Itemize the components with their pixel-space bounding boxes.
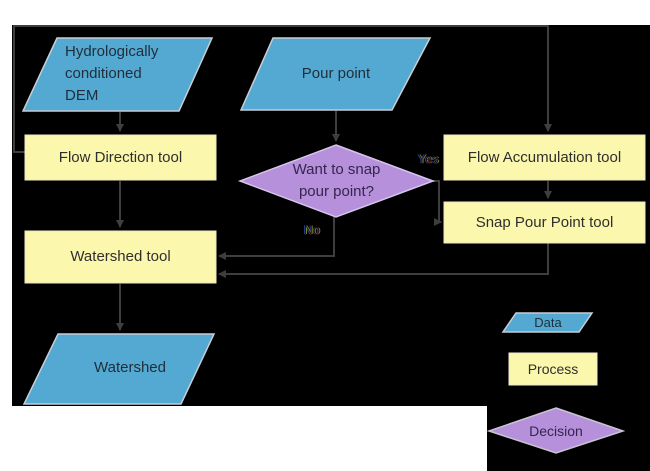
legend-data-parallelogram (501, 312, 594, 333)
legend-process-box (508, 352, 598, 386)
legend-decision-diamond (486, 407, 626, 454)
edge-flowdirection-to-flowaccumulation (13, 25, 552, 153)
dem-parallelogram (21, 37, 214, 112)
decision-diamond (237, 144, 436, 218)
flow-direction-box (24, 134, 217, 181)
edge-decision-yes-to-snappourpoint (433, 180, 442, 226)
edge-snappourpoint-to-watershedtool (218, 243, 549, 278)
watershed-tool-box (24, 230, 217, 284)
pour-point-parallelogram (239, 37, 432, 111)
watershed-parallelogram (22, 333, 216, 405)
snap-pour-point-box (443, 201, 646, 244)
flow-accumulation-box (443, 134, 646, 181)
edge-decision-no-to-watershedtool (218, 214, 335, 260)
